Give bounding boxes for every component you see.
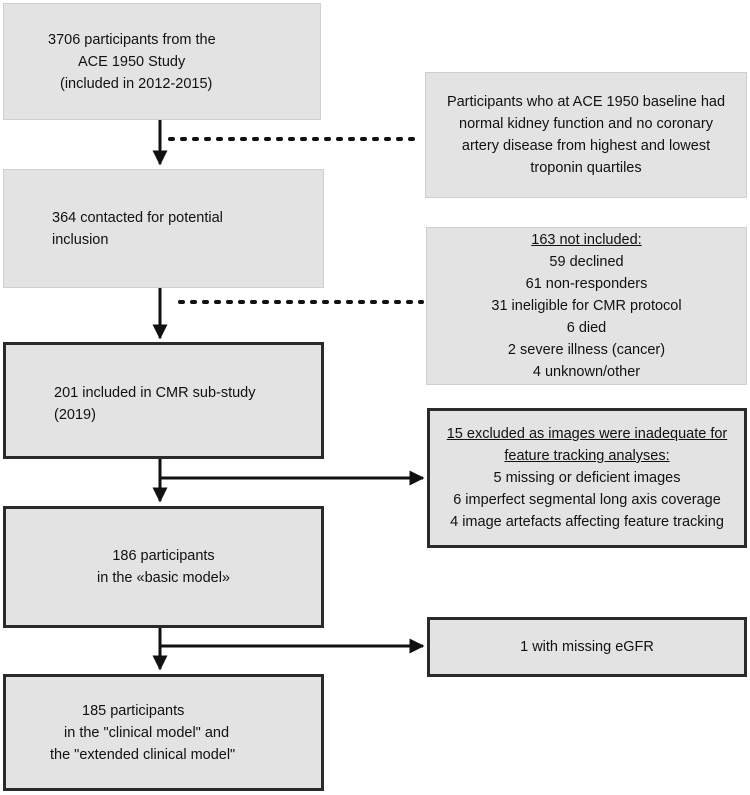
- ace-line-3: (included in 2012-2015): [60, 75, 213, 92]
- not-included-line-4: 6 died: [566, 320, 607, 336]
- not-included-line-1: 59 declined: [549, 254, 624, 270]
- contacted-line-2: inclusion: [52, 232, 109, 248]
- criteria-line-1: Participants who at ACE 1950 baseline ha…: [446, 94, 726, 110]
- not-included-line-6: 4 unknown/other: [532, 364, 641, 380]
- excluded-title-1: 15 excluded as images were inadequate fo…: [446, 426, 728, 442]
- basic-line-1: 186 participants: [112, 548, 215, 564]
- contacted-line-1: 364 contacted for potential: [52, 210, 223, 226]
- cmr-line-2: (2019): [54, 407, 96, 423]
- final-line-2: in the "clinical model" and: [64, 724, 230, 741]
- missing-egfr-text: 1 with missing eGFR: [520, 639, 654, 655]
- ace-study-box: 3706 participants from the ACE 1950 Stud…: [3, 3, 321, 120]
- not-included-line-5: 2 severe illness (cancer): [507, 342, 666, 358]
- cmr-line-1: 201 included in CMR sub-study: [54, 385, 256, 401]
- excluded-title-2: feature tracking analyses:: [504, 448, 670, 464]
- not-included-line-2: 61 non-responders: [525, 276, 648, 292]
- final-model-box: 185 participants in the "clinical model"…: [3, 674, 324, 791]
- excluded-box: 15 excluded as images were inadequate fo…: [427, 408, 747, 548]
- basic-model-box: 186 participants in the «basic model»: [3, 506, 324, 628]
- not-included-line-3: 31 ineligible for CMR protocol: [491, 298, 682, 314]
- excluded-line-3: 4 image artefacts affecting feature trac…: [450, 514, 724, 530]
- basic-line-2: in the «basic model»: [97, 570, 230, 586]
- missing-egfr-box: 1 with missing eGFR: [427, 617, 747, 677]
- not-included-box: 163 not included: 59 declined 61 non-res…: [426, 227, 747, 385]
- excluded-line-2: 6 imperfect segmental long axis coverage: [453, 492, 721, 508]
- cmr-box: 201 included in CMR sub-study (2019): [3, 342, 324, 459]
- ace-line-1: 3706 participants from the: [48, 31, 216, 48]
- final-line-1: 185 participants: [82, 702, 185, 719]
- criteria-box: Participants who at ACE 1950 baseline ha…: [425, 72, 747, 198]
- criteria-line-3: artery disease from highest and lowest: [461, 138, 711, 154]
- contacted-box: 364 contacted for potential inclusion: [3, 169, 324, 288]
- final-line-3: the "extended clinical model": [50, 746, 236, 763]
- excluded-line-1: 5 missing or deficient images: [493, 470, 681, 486]
- criteria-line-4: troponin quartiles: [530, 160, 642, 176]
- ace-line-2: ACE 1950 Study: [78, 53, 186, 70]
- not-included-title: 163 not included:: [531, 232, 642, 248]
- criteria-line-2: normal kidney function and no coronary: [459, 116, 713, 132]
